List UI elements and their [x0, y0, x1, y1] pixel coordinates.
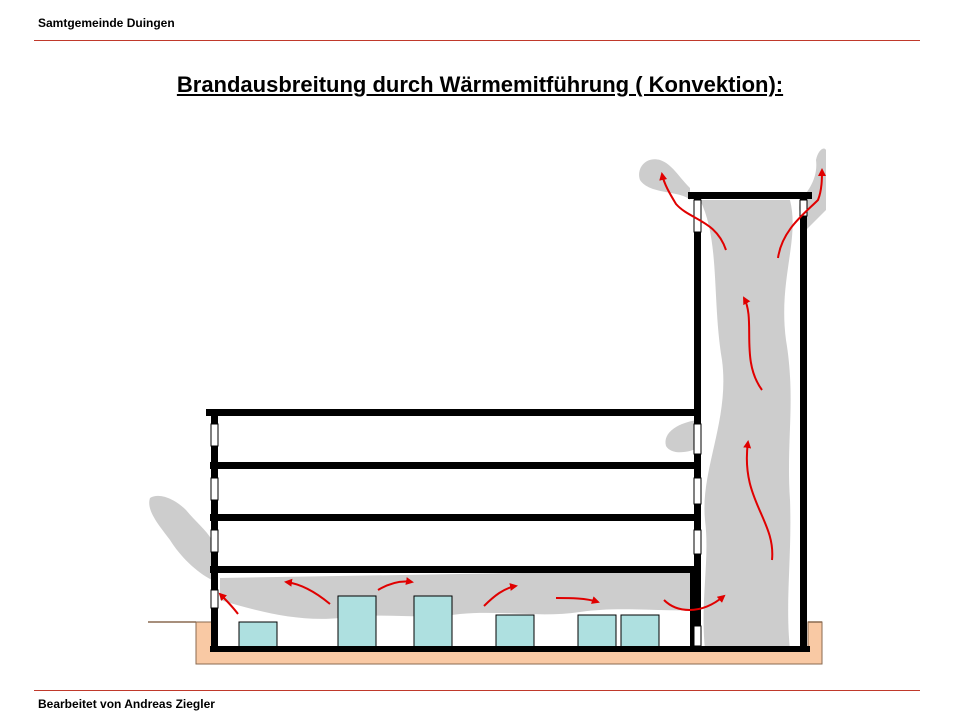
- furniture-box-3: [413, 595, 453, 649]
- base-slab: [210, 646, 810, 652]
- arrow-ground-4: [483, 583, 518, 607]
- arrow-ground-2: [284, 578, 331, 605]
- roof-slab: [206, 409, 696, 416]
- floor-slab-2: [210, 514, 700, 521]
- floor-slab-3: [210, 566, 700, 573]
- shaft-right-wall: [800, 196, 807, 650]
- header-organization: Samtgemeinde Duingen: [38, 16, 175, 30]
- inner-wall: [690, 573, 694, 650]
- ground: [148, 621, 823, 665]
- furniture-box-6: [620, 614, 660, 649]
- header-rule: [34, 40, 920, 41]
- arrow-ground-3: [377, 577, 414, 591]
- smoke-cloud: [149, 148, 826, 650]
- arrow-ground-6: [663, 594, 726, 611]
- furniture-box-1: [238, 621, 278, 649]
- floor-slab-1: [210, 462, 700, 469]
- arrow-exhaust-2: [777, 168, 826, 259]
- furniture-box-4: [495, 614, 535, 649]
- arrow-exhaust-1: [659, 172, 727, 251]
- furniture-box-5: [577, 614, 617, 649]
- footer-author: Bearbeitet von Andreas Ziegler: [38, 697, 215, 711]
- window-openings: [210, 199, 808, 647]
- page-title: Brandausbreitung durch Wärmemitführung (…: [176, 72, 784, 97]
- shaft-roof: [688, 192, 812, 199]
- arrow-ground-5: [555, 596, 600, 604]
- shaft-left-wall: [694, 196, 701, 650]
- convection-arrows: [218, 168, 826, 615]
- arrow-shaft-1: [743, 440, 774, 561]
- arrow-ground-1: [218, 592, 239, 615]
- furniture-box-2: [337, 595, 377, 649]
- arrow-shaft-2: [743, 296, 763, 391]
- furniture: [238, 595, 660, 649]
- footer-rule: [34, 690, 920, 691]
